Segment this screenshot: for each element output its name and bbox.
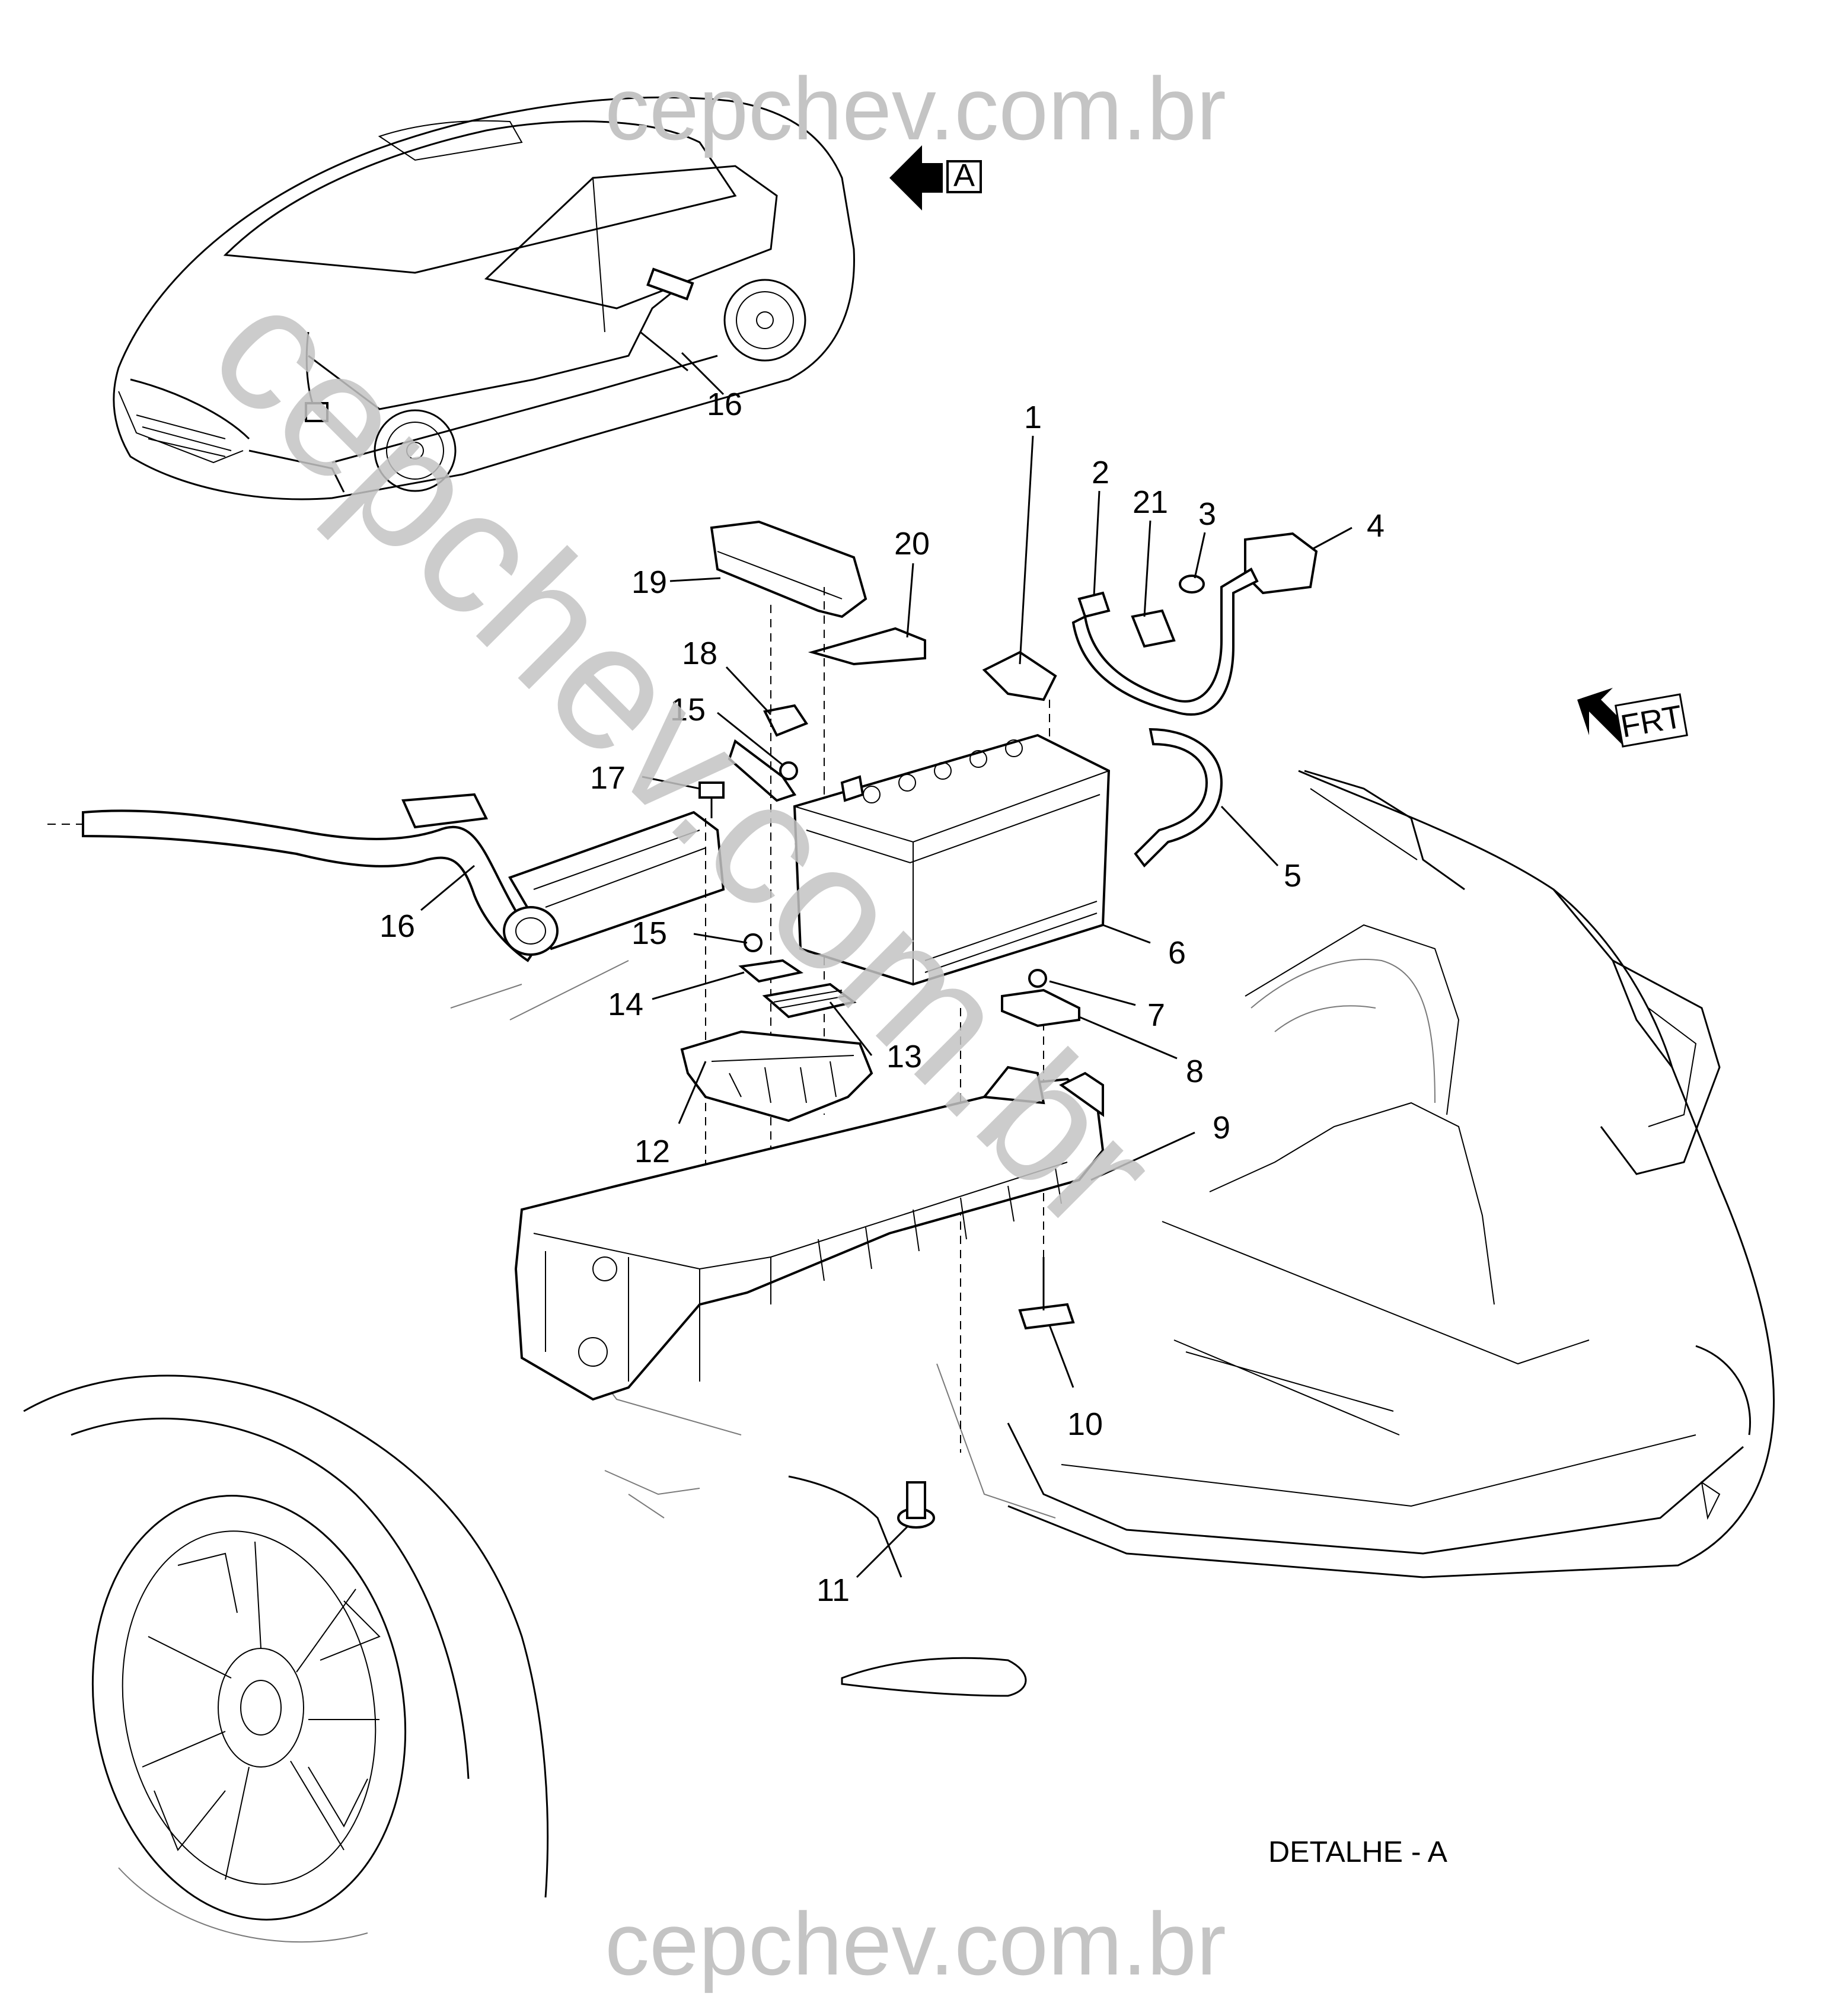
callout-16-detail: 16 bbox=[379, 908, 415, 944]
callout-18: 18 bbox=[682, 636, 717, 671]
rear-body bbox=[450, 770, 1775, 1697]
callout-labels: 1 2 3 4 5 6 7 8 9 10 11 12 13 14 15 15 1… bbox=[379, 387, 1385, 1608]
battery-tray bbox=[514, 1066, 1105, 1401]
view-a-marker: A bbox=[889, 145, 982, 210]
callout-12: 12 bbox=[634, 1134, 670, 1169]
callout-3: 3 bbox=[1198, 496, 1216, 532]
watermark-bottom: cepchev.com.br bbox=[605, 1894, 1226, 1993]
callout-13: 13 bbox=[886, 1039, 922, 1074]
callout-15-lower: 15 bbox=[631, 916, 667, 951]
leader-lines bbox=[420, 352, 1352, 1578]
callout-8: 8 bbox=[1186, 1054, 1204, 1089]
parts-lower bbox=[680, 933, 1080, 1122]
detail-label: DETALHE - A bbox=[1268, 1835, 1448, 1868]
battery-cable-harness bbox=[47, 793, 725, 962]
callout-6: 6 bbox=[1168, 935, 1186, 971]
watermark-top: cepchev.com.br bbox=[605, 59, 1226, 158]
callout-11: 11 bbox=[816, 1572, 850, 1608]
callout-4: 4 bbox=[1367, 508, 1385, 544]
callout-2: 2 bbox=[1092, 455, 1109, 490]
fasteners bbox=[897, 1257, 1075, 1529]
callout-19: 19 bbox=[631, 564, 667, 600]
watermarks: cepchev.com.br cepchev.com.br cepchev.co… bbox=[174, 59, 1226, 1993]
view-marker-label: A bbox=[953, 158, 975, 193]
vehicle-overview bbox=[113, 96, 855, 500]
callout-9: 9 bbox=[1213, 1110, 1230, 1146]
callout-1: 1 bbox=[1024, 400, 1042, 435]
callout-17: 17 bbox=[590, 760, 626, 796]
front-direction-marker: FRT bbox=[1577, 688, 1688, 748]
callout-7: 7 bbox=[1147, 997, 1165, 1033]
callout-16-overview: 16 bbox=[707, 387, 742, 422]
callout-5: 5 bbox=[1284, 858, 1302, 894]
view-arrow-icon bbox=[889, 145, 943, 210]
callout-10: 10 bbox=[1067, 1406, 1103, 1442]
callout-20: 20 bbox=[894, 526, 930, 562]
callout-14: 14 bbox=[608, 987, 643, 1022]
callout-15-upper: 15 bbox=[670, 692, 706, 728]
rear-wheel bbox=[23, 1374, 549, 1943]
callout-21: 21 bbox=[1133, 484, 1168, 520]
